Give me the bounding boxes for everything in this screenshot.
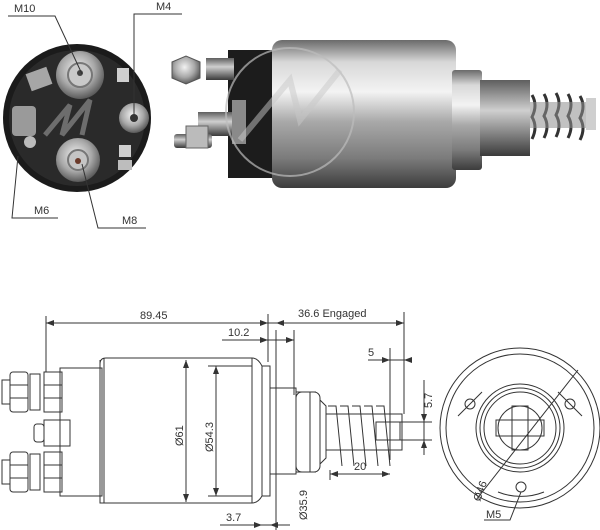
label-m10: M10 [14, 3, 35, 15]
dim-slot-width: 5.7 [423, 393, 435, 408]
dim-bolt-circle: Ø46 [472, 479, 490, 503]
solenoid-side-photo [171, 40, 596, 188]
dim-engaged: 36.6 Engaged [298, 308, 367, 320]
dim-body-diameter: Ø61 [174, 425, 186, 446]
label-m8: M8 [122, 215, 137, 227]
dim-spring-length: 20 [354, 461, 366, 473]
dim-plunger-tip: 5 [368, 347, 374, 359]
arrowheads [46, 320, 427, 528]
dim-flange-offset: 10.2 [228, 327, 249, 339]
label-m4: M4 [156, 1, 171, 13]
dim-nose-diameter: Ø35.9 [298, 490, 310, 520]
label-m6: M6 [34, 205, 49, 217]
dim-flange-thickness: 3.7 [226, 512, 241, 524]
dim-inner-diameter: Ø54.3 [204, 422, 216, 452]
side-drawing [1, 312, 432, 530]
leader-lines [8, 13, 182, 229]
dim-mount-thread: M5 [486, 509, 501, 521]
end-cap-photo [3, 44, 151, 192]
dim-overall-length: 89.45 [140, 310, 168, 322]
end-drawing [439, 347, 600, 521]
